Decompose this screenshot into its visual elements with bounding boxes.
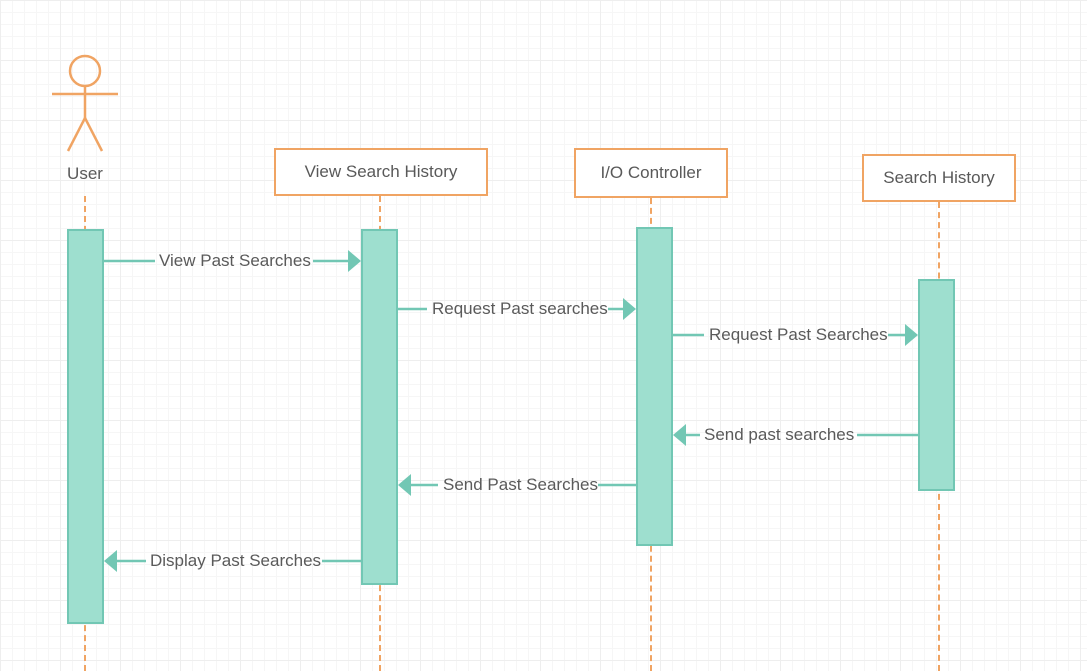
participant-search-history[interactable]: Search History xyxy=(862,154,1016,202)
participant-view-search-history[interactable]: View Search History xyxy=(274,148,488,196)
stick-figure-icon xyxy=(52,54,118,152)
activation-view-search-history xyxy=(361,229,398,585)
activation-io-controller xyxy=(636,227,673,546)
message-label-view-past-searches: View Past Searches xyxy=(159,251,311,270)
activation-user xyxy=(67,229,104,624)
message-label-request-past-searches-2: Request Past Searches xyxy=(709,325,888,344)
participant-label: View Search History xyxy=(304,162,458,181)
message-label-request-past-searches-1: Request Past searches xyxy=(432,299,608,318)
activation-search-history xyxy=(918,279,955,491)
message-label-send-past-searches-2: Send Past Searches xyxy=(443,475,598,494)
participant-label: I/O Controller xyxy=(600,163,702,182)
participant-label: Search History xyxy=(883,168,995,187)
actor-label-user: User xyxy=(67,164,103,183)
message-label-send-past-searches-1: Send past searches xyxy=(704,425,855,444)
participant-io-controller[interactable]: I/O Controller xyxy=(574,148,728,198)
message-label-display-past-searches: Display Past Searches xyxy=(150,551,322,570)
